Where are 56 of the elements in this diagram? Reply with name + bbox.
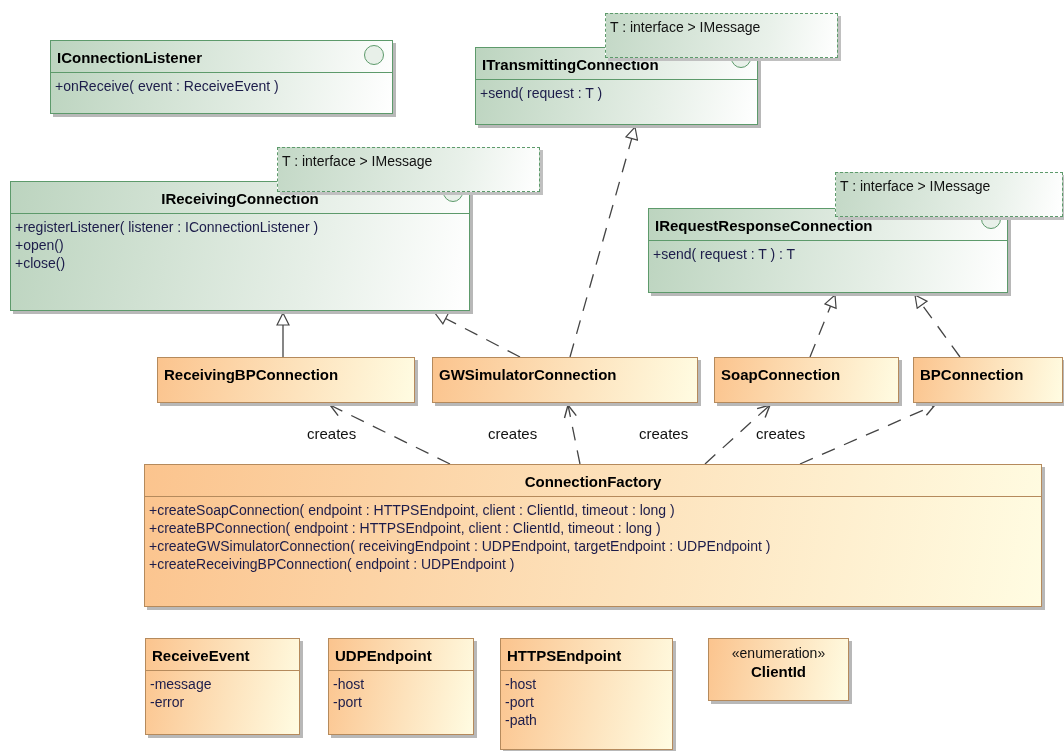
stereotype-label: «enumeration» bbox=[730, 644, 827, 661]
attribute-text: -message bbox=[150, 675, 212, 693]
interface-name: ITransmittingConnection bbox=[482, 56, 659, 73]
interface-name: IRequestResponseConnection bbox=[655, 217, 873, 234]
attribute-text: -path bbox=[505, 711, 537, 729]
operation-text: +open() bbox=[15, 236, 64, 254]
attribute-text: -port bbox=[505, 693, 534, 711]
operation-text: +close() bbox=[15, 254, 66, 272]
class-box bbox=[432, 357, 698, 403]
dependency-arrow bbox=[799, 403, 936, 465]
operation-text: +createSoapConnection( endpoint : HTTPSEndpoint, client : ClientId, timeout : long ) bbox=[149, 501, 675, 519]
class-name: SoapConnection bbox=[721, 366, 841, 383]
operation-text: +createReceivingBPConnection( endpoint : UDPEndpoint ) bbox=[149, 555, 515, 573]
dependency-arrow bbox=[563, 404, 581, 465]
class-name: HTTPSEndpoint bbox=[507, 647, 622, 664]
realization-arrow bbox=[434, 312, 521, 358]
class-box bbox=[144, 464, 1042, 607]
realization-arrow bbox=[276, 312, 290, 358]
operation-text: +createBPConnection( endpoint : HTTPSEndpoint, client : ClientId, timeout : long ) bbox=[149, 519, 661, 537]
operation-text: +registerListener( listener : IConnectionListener ) bbox=[15, 218, 319, 236]
attribute-text: -error bbox=[150, 693, 185, 711]
class-box bbox=[145, 638, 300, 735]
interface-box bbox=[648, 208, 1008, 293]
attribute-text: -port bbox=[333, 693, 362, 711]
operation-text: +send( request : T ) : T bbox=[653, 245, 796, 263]
enumeration-box bbox=[708, 638, 849, 701]
interface-box bbox=[10, 181, 470, 311]
realization-arrow bbox=[914, 294, 961, 358]
interface-box bbox=[475, 47, 758, 125]
class-name: BPConnection bbox=[920, 366, 1024, 383]
class-box bbox=[714, 357, 899, 403]
operation-text: +send( request : T ) bbox=[480, 84, 603, 102]
class-name: ReceivingBPConnection bbox=[164, 366, 339, 383]
class-name: GWSimulatorConnection bbox=[439, 366, 617, 383]
operation-text: +onReceive( event : ReceiveEvent ) bbox=[55, 77, 279, 95]
realization-arrow bbox=[809, 294, 837, 358]
class-box bbox=[157, 357, 415, 403]
attribute-text: -host bbox=[333, 675, 365, 693]
interface-name: IReceivingConnection bbox=[161, 190, 319, 207]
class-name: UDPEndpoint bbox=[335, 647, 432, 664]
class-name: ReceiveEvent bbox=[152, 647, 250, 664]
class-box bbox=[328, 638, 474, 735]
class-box bbox=[500, 638, 673, 750]
realization-arrow bbox=[569, 126, 639, 358]
attribute-text: -host bbox=[505, 675, 537, 693]
template-parameter-box: T : interface > IMessage bbox=[605, 13, 838, 58]
class-box bbox=[913, 357, 1063, 403]
class-name: ConnectionFactory bbox=[524, 473, 662, 490]
template-parameter-box: T : interface > IMessage bbox=[835, 172, 1063, 217]
interface-box bbox=[50, 40, 393, 114]
dependency-arrow bbox=[329, 404, 451, 465]
interface-name: IConnectionListener bbox=[57, 49, 202, 66]
template-parameter-box: T : interface > IMessage bbox=[277, 147, 540, 192]
dependency-arrow bbox=[704, 404, 771, 465]
class-name: ClientId bbox=[750, 662, 807, 682]
operation-text: +createGWSimulatorConnection( receivingEndpoint : UDPEndpoint, targetEndpoint : UDPEndpoint ) bbox=[149, 537, 771, 555]
